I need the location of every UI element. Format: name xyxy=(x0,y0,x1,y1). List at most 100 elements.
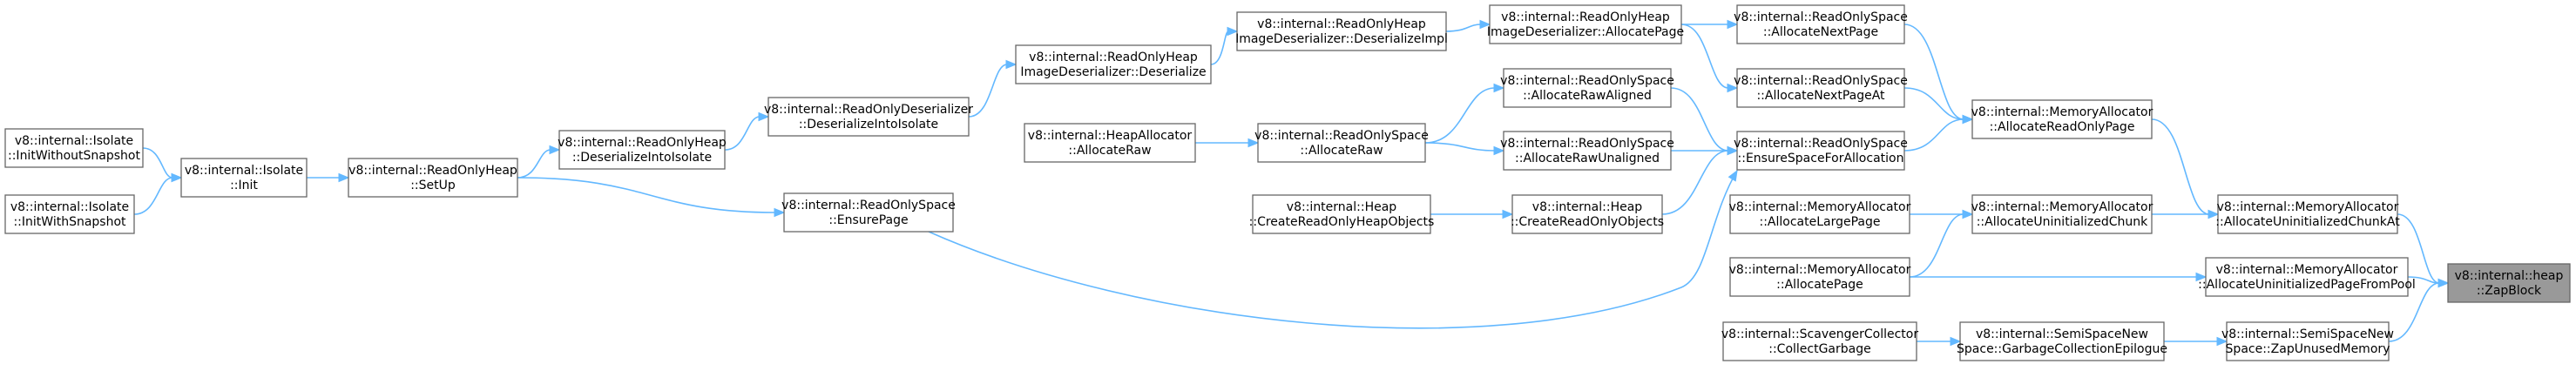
node-setUp[interactable]: v8::internal::ReadOnlyHeap::SetUp xyxy=(348,158,518,198)
node-label-line: v8::internal::ReadOnlyHeap xyxy=(558,136,727,150)
node-allocChunkAt[interactable]: v8::internal::MemoryAllocator::AllocateU… xyxy=(2215,194,2400,234)
edge-line xyxy=(2388,282,2440,342)
node-box xyxy=(4,194,135,234)
edge-setUp-to-roHeapDeser xyxy=(517,145,561,179)
node-deserImpl[interactable]: v8::internal::ReadOnlyHeapImageDeseriali… xyxy=(1235,11,1448,51)
node-label-line: v8::internal::Heap xyxy=(1287,200,1396,214)
edge-arrowhead xyxy=(1727,145,1739,156)
edge-arrowhead xyxy=(171,172,183,183)
node-gcEpilogue[interactable]: v8::internal::SemiSpaceNewSpace::Garbage… xyxy=(1957,321,2167,361)
node-box xyxy=(1736,68,1905,108)
node-box xyxy=(4,128,144,168)
node-label-line: v8::internal::ReadOnlyDeserializer xyxy=(764,103,973,117)
node-box xyxy=(1511,194,1663,234)
edge-gcEpilogue-to-zapUnused xyxy=(2164,336,2228,347)
node-initWithout[interactable]: v8::internal::Isolate::InitWithoutSnapsh… xyxy=(4,128,144,168)
node-label-line: v8::internal::ReadOnlyHeap xyxy=(348,164,517,178)
node-roHeapDeser[interactable]: v8::internal::ReadOnlyHeap::DeserializeI… xyxy=(558,130,727,170)
node-allocLargePage[interactable]: v8::internal::MemoryAllocator::AllocateL… xyxy=(1729,194,1911,234)
node-ensureSpace[interactable]: v8::internal::ReadOnlySpace::EnsureSpace… xyxy=(1734,131,1908,171)
node-allocChunk[interactable]: v8::internal::MemoryAllocator::AllocateU… xyxy=(1971,194,2153,234)
edge-roAllocRaw-to-allocRawAligned xyxy=(1424,83,1505,144)
node-heapAllocRaw[interactable]: v8::internal::HeapAllocator::AllocateRaw xyxy=(1024,123,1196,163)
edge-line xyxy=(142,147,173,179)
node-deserialize[interactable]: v8::internal::ReadOnlyHeapImageDeseriali… xyxy=(1015,44,1212,84)
node-allocPage[interactable]: v8::internal::MemoryAllocator::AllocateP… xyxy=(1729,257,1911,297)
node-label-line: ::AllocatePage xyxy=(1776,278,1863,292)
node-label-line: v8::internal::MemoryAllocator xyxy=(1971,105,2153,119)
node-allocFromPool[interactable]: v8::internal::MemoryAllocator::AllocateU… xyxy=(2198,257,2416,297)
edge-arrowhead xyxy=(2216,336,2228,347)
edge-arrowhead xyxy=(1727,169,1738,182)
edge-createROObjects-to-ensureSpace xyxy=(1661,145,1739,215)
node-label-line: ::EnsurePage xyxy=(828,213,908,227)
node-label-line: v8::internal::MemoryAllocator xyxy=(1729,200,1911,214)
node-label-line: v8::internal::ReadOnlyHeap xyxy=(1501,10,1670,24)
edge-line xyxy=(517,177,776,213)
node-collectGarbage[interactable]: v8::internal::ScavengerCollector::Collec… xyxy=(1721,321,1918,361)
edge-arrowhead xyxy=(1502,209,1514,219)
node-initWith[interactable]: v8::internal::Isolate::InitWithSnapshot xyxy=(4,194,135,234)
node-isoInit[interactable]: v8::internal::Isolate::Init xyxy=(180,158,308,198)
edge-line xyxy=(724,116,761,151)
node-allocNextPageAt[interactable]: v8::internal::ReadOnlySpace::AllocateNex… xyxy=(1734,68,1908,108)
node-label-line: v8::internal::SemiSpaceNew xyxy=(1976,327,2148,341)
node-box xyxy=(1729,194,1910,234)
node-zap[interactable]: v8::internal::heap::ZapBlock xyxy=(2447,263,2571,303)
edge-collectGarbage-to-gcEpilogue xyxy=(1917,336,1962,347)
node-box xyxy=(1959,321,2165,361)
edge-deserialize-to-deserImpl xyxy=(1210,26,1239,65)
node-allocRawUnaligned[interactable]: v8::internal::ReadOnlySpace::AllocateRaw… xyxy=(1500,131,1674,171)
node-roAllocRaw[interactable]: v8::internal::ReadOnlySpace::AllocateRaw xyxy=(1254,123,1429,163)
node-box xyxy=(1729,257,1910,297)
node-createROObjects[interactable]: v8::internal::Heap::CreateReadOnlyObject… xyxy=(1511,194,1664,234)
node-label-line: v8::internal::MemoryAllocator xyxy=(1971,200,2153,214)
node-label-line: ::AllocateLargePage xyxy=(1759,215,1880,229)
edge-arrowhead xyxy=(774,207,786,218)
node-zapUnused[interactable]: v8::internal::SemiSpaceNewSpace::ZapUnus… xyxy=(2221,321,2394,361)
node-box xyxy=(1489,4,1682,44)
node-label-line: v8::internal::HeapAllocator xyxy=(1028,129,1193,143)
edge-arrowhead xyxy=(1227,26,1239,37)
node-label-line: ImageDeserializer::AllocatePage xyxy=(1487,25,1684,39)
node-label-line: Space::GarbageCollectionEpilogue xyxy=(1957,342,2167,356)
node-ensurePage[interactable]: v8::internal::ReadOnlySpace::EnsurePage xyxy=(781,192,956,233)
node-box xyxy=(348,158,518,198)
node-heapCreateRO[interactable]: v8::internal::Heap::CreateReadOnlyHeapOb… xyxy=(1249,194,1435,234)
edge-arrowhead xyxy=(1950,336,1962,347)
edge-arrowhead xyxy=(2208,209,2220,219)
node-box xyxy=(1252,194,1431,234)
node-label-line: v8::internal::heap xyxy=(2455,269,2564,283)
node-label-line: ::CreateReadOnlyObjects xyxy=(1511,215,1664,229)
node-box xyxy=(1971,99,2153,139)
node-label-line: ::AllocateUninitializedChunk xyxy=(1977,215,2148,229)
node-deserIntoIso[interactable]: v8::internal::ReadOnlyDeserializer::Dese… xyxy=(764,97,973,137)
node-label-line: ::CollectGarbage xyxy=(1768,342,1871,356)
edge-allocPage-to-allocFromPool xyxy=(1910,272,2208,282)
node-label-line: v8::internal::Isolate xyxy=(10,200,129,214)
edge-arrowhead xyxy=(338,172,350,183)
node-label-line: ::ZapBlock xyxy=(2477,284,2542,298)
edge-arrowhead xyxy=(1962,209,1974,219)
node-label-line: ::SetUp xyxy=(410,179,456,192)
node-label-line: v8::internal::ReadOnlyHeap xyxy=(1029,51,1198,64)
node-box xyxy=(1736,4,1905,44)
node-allocNextPage[interactable]: v8::internal::ReadOnlySpace::AllocateNex… xyxy=(1734,4,1908,44)
edge-line xyxy=(1210,30,1229,65)
node-label-line: ::InitWithoutSnapshot xyxy=(8,149,140,163)
edge-allocPage-to-allocChunk xyxy=(1909,209,1974,278)
edge-arrowhead xyxy=(1005,59,1018,70)
node-box xyxy=(558,130,726,170)
node-label-line: v8::internal::ReadOnlySpace xyxy=(1734,137,1908,151)
edge-deserImpl-to-deserAllocPage xyxy=(1445,19,1491,32)
edge-arrowhead xyxy=(1479,19,1491,30)
node-label-line: v8::internal::ReadOnlySpace xyxy=(1500,74,1674,88)
edge-arrowhead xyxy=(1727,19,1739,30)
node-label-line: ::AllocateRawUnaligned xyxy=(1515,152,1660,165)
node-label-line: ::AllocateUninitializedChunkAt xyxy=(2215,215,2400,229)
node-allocRawAligned[interactable]: v8::internal::ReadOnlySpace::AllocateRaw… xyxy=(1500,68,1674,108)
edge-line xyxy=(517,149,551,179)
node-deserAllocPage[interactable]: v8::internal::ReadOnlyHeapImageDeseriali… xyxy=(1487,4,1684,44)
node-allocROPage[interactable]: v8::internal::MemoryAllocator::AllocateR… xyxy=(1971,99,2153,139)
